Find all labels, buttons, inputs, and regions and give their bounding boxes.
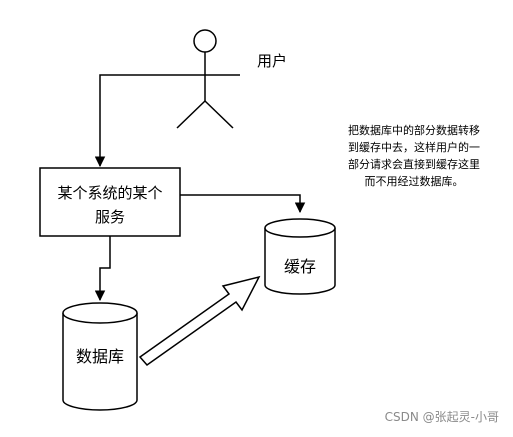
- cache-label: 缓存: [284, 257, 316, 276]
- database-cylinder: [62, 302, 138, 411]
- user-to-service-arrow: [94, 74, 168, 168]
- note-text: 把数据库中的部分数据转移 到缓存中去，这样用户的一 部分请求会直接到缓存这里 而…: [348, 123, 480, 188]
- actor-head: [193, 29, 217, 53]
- watermark: CSDN @张起灵-小哥: [384, 410, 499, 424]
- actor-label: 用户: [257, 52, 287, 70]
- service-to-cache-arrow: [180, 194, 306, 214]
- note-line-4: 而不用经过数据库。: [365, 174, 464, 188]
- cache-cylinder: [264, 218, 336, 295]
- user-actor: [168, 29, 240, 129]
- note-line-1: 把数据库中的部分数据转移: [348, 123, 480, 137]
- service-label-line1: 某个系统的某个: [57, 184, 162, 202]
- service-label-line2: 服务: [95, 208, 125, 226]
- migration-arrow: [138, 275, 261, 367]
- service-to-database-arrow: [94, 236, 111, 302]
- database-label: 数据库: [76, 347, 124, 366]
- actor-right-leg: [204, 100, 234, 129]
- service-box: [39, 167, 181, 237]
- actor-left-leg: [176, 100, 206, 129]
- note-line-2: 到缓存中去，这样用户的一: [348, 140, 480, 154]
- note-line-3: 部分请求会直接到缓存这里: [348, 157, 480, 171]
